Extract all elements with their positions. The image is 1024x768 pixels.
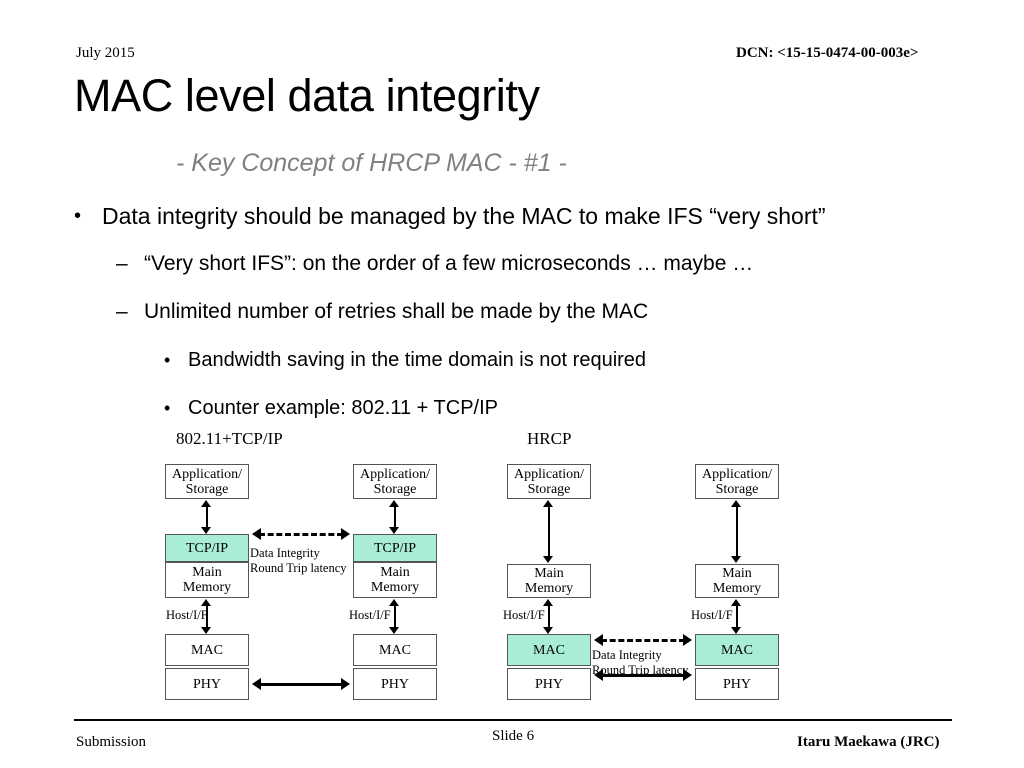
- bullet-marker: –: [116, 252, 128, 275]
- stack-1-arrow-memory-to-mac: [201, 599, 212, 634]
- box-label: TCP/IP: [185, 540, 228, 556]
- box-label: PHY: [192, 676, 221, 692]
- box-label-line2: Memory: [712, 581, 762, 596]
- bullet-text: Data integrity should be managed by the …: [102, 203, 826, 229]
- box-label-line2: Memory: [370, 580, 420, 595]
- diagram-column-header-left: 802.11+TCP/IP: [176, 429, 283, 448]
- stack-1-tcpip-box: TCP/IP: [165, 534, 249, 562]
- footer-slide-number: Slide 6: [492, 728, 535, 744]
- bullet-marker: –: [116, 300, 128, 323]
- page-subtitle: - Key Concept of HRCP MAC - #1 -: [176, 149, 567, 177]
- bullet-marker: •: [164, 398, 171, 418]
- diagram-column-header-right: HRCP: [527, 429, 572, 448]
- label-line1: Data Integrity: [592, 648, 662, 662]
- stack-3-main-memory-box: Main Memory: [507, 564, 591, 598]
- label-line1: Data Integrity: [250, 546, 320, 560]
- label-line2: Round Trip latency: [250, 561, 347, 575]
- stack-3-phy-box: PHY: [507, 668, 591, 700]
- box-label-line2: Storage: [373, 481, 417, 497]
- slide-header: July 2015 DCN: <15-15-0474-00-003e>: [76, 44, 964, 64]
- stack-2-main-memory-box: Main Memory: [353, 562, 437, 598]
- stack-4-main-memory-box: Main Memory: [695, 564, 779, 598]
- footer-author: Itaru Maekawa (JRC): [797, 734, 940, 750]
- stack-4-mac-box: MAC: [695, 634, 779, 666]
- box-label: PHY: [534, 676, 563, 692]
- bullet-text: Bandwidth saving in the time domain is n…: [188, 349, 647, 371]
- right-group-phy-link-arrow: [594, 669, 692, 682]
- stack-2-phy-box: PHY: [353, 668, 437, 700]
- bullet-text: Counter example: 802.11 + TCP/IP: [188, 397, 498, 419]
- left-group-data-integrity-arrow: [252, 528, 350, 541]
- bullet-text: “Very short IFS”: on the order of a few …: [144, 252, 754, 275]
- box-label: MAC: [191, 642, 223, 658]
- box-label-line1: Application/: [360, 466, 430, 482]
- stack-1-main-memory-box: Main Memory: [165, 562, 249, 598]
- bullet-text: Unlimited number of retries shall be mad…: [144, 300, 649, 323]
- page-title: MAC level data integrity: [74, 70, 540, 121]
- stack-1-host-if-label: Host/I/F: [166, 608, 208, 622]
- stack-3-arrow-memory-to-mac: [543, 599, 554, 634]
- bullet-marker: •: [74, 205, 82, 227]
- stack-1-phy-box: PHY: [165, 668, 249, 700]
- bullet-item-5: • Counter example: 802.11 + TCP/IP: [74, 384, 974, 432]
- stack-4-phy-box: PHY: [695, 668, 779, 700]
- stack-1-arrow-app-to-tcpip: [201, 500, 212, 534]
- stack-4-arrow-memory-to-mac: [731, 599, 742, 634]
- box-label-line1: Application/: [514, 466, 584, 482]
- stack-3-arrow-app-to-memory: [543, 500, 554, 563]
- footer-submission-label: Submission: [76, 734, 147, 750]
- box-label-line1: Main: [534, 566, 564, 581]
- bullet-item-3: – Unlimited number of retries shall be m…: [74, 288, 974, 336]
- box-label: MAC: [379, 642, 411, 658]
- stack-4-application-storage-box: Application/ Storage: [695, 464, 779, 499]
- label-line2: Round Trip latency: [592, 663, 689, 677]
- bullet-item-2: – “Very short IFS”: on the order of a fe…: [74, 240, 974, 288]
- header-dcn: DCN: <15-15-0474-00-003e>: [736, 45, 919, 61]
- box-label-line1: Main: [192, 565, 222, 580]
- header-date: July 2015: [76, 45, 135, 61]
- box-label-line1: Application/: [702, 466, 772, 482]
- stack-3-mac-box: MAC: [507, 634, 591, 666]
- box-label: MAC: [533, 642, 565, 658]
- stack-4-host-if-label: Host/I/F: [691, 608, 733, 622]
- stack-4-arrow-app-to-memory: [731, 500, 742, 563]
- left-group-data-integrity-label: Data Integrity Round Trip latency: [250, 546, 347, 576]
- stack-2-tcpip-box: TCP/IP: [353, 534, 437, 562]
- stack-3-host-if-label: Host/I/F: [503, 608, 545, 622]
- box-label: MAC: [721, 642, 753, 658]
- stack-2-mac-box: MAC: [353, 634, 437, 666]
- box-label-line2: Memory: [182, 580, 232, 595]
- box-label-line1: Main: [380, 565, 410, 580]
- stack-2-arrow-memory-to-mac: [389, 599, 400, 634]
- box-label-line2: Storage: [715, 481, 759, 497]
- box-label-line2: Memory: [524, 581, 574, 596]
- left-group-phy-link-arrow: [252, 678, 350, 691]
- box-label-line2: Storage: [185, 481, 229, 497]
- box-label-line1: Main: [722, 566, 752, 581]
- stack-2-host-if-label: Host/I/F: [349, 608, 391, 622]
- right-group-data-integrity-label: Data Integrity Round Trip latency: [592, 648, 689, 678]
- box-label-line2: Storage: [527, 481, 571, 497]
- stack-2-arrow-app-to-tcpip: [389, 500, 400, 534]
- stack-1-application-storage-box: Application/ Storage: [165, 464, 249, 499]
- box-label: PHY: [722, 676, 751, 692]
- box-label: TCP/IP: [373, 540, 416, 556]
- bullet-list: • Data integrity should be managed by th…: [74, 192, 974, 432]
- stack-1-mac-box: MAC: [165, 634, 249, 666]
- bullet-item-4: • Bandwidth saving in the time domain is…: [74, 336, 974, 384]
- bullet-marker: •: [164, 350, 171, 370]
- bullet-item-1: • Data integrity should be managed by th…: [74, 192, 974, 240]
- stack-2-application-storage-box: Application/ Storage: [353, 464, 437, 499]
- footer-divider: [74, 719, 952, 721]
- box-label: PHY: [380, 676, 409, 692]
- right-group-data-integrity-arrow: [594, 634, 692, 647]
- box-label-line1: Application/: [172, 466, 242, 482]
- stack-3-application-storage-box: Application/ Storage: [507, 464, 591, 499]
